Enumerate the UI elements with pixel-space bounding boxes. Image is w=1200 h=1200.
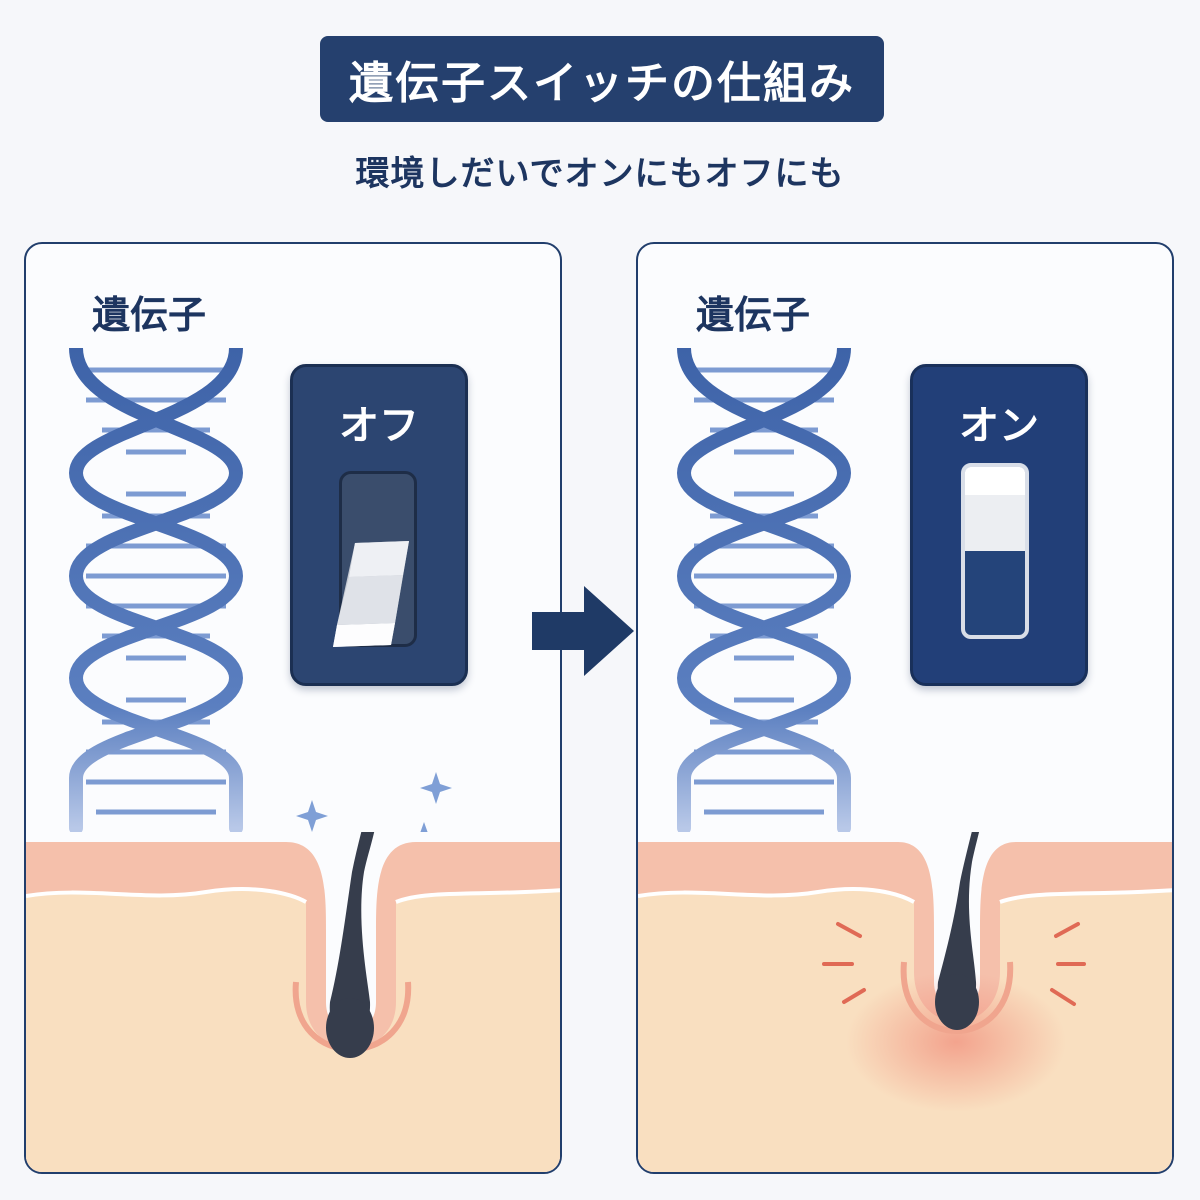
arrow-right-icon [532,586,634,676]
dna-helix-icon [676,348,852,834]
skin-hair-follicle-active-icon [638,832,1172,1172]
panel-label-gene: 遺伝子 [696,293,811,337]
switch-label-on: オン [959,403,1039,449]
toggle-track [961,463,1029,639]
activation-lines [822,922,1086,1006]
subtitle: 環境しだいでオンにもオフにも [355,154,845,194]
switch-on: オン [910,364,1088,686]
skin-hair-follicle-icon [26,832,560,1172]
title-banner: 遺伝子スイッチの仕組み [320,36,884,122]
toggle-lever-highlight [965,467,1025,495]
title: 遺伝子スイッチの仕組み [349,58,855,109]
panel-gene-off: 遺伝子 オフ [24,242,562,1174]
dna-helix-icon [68,348,244,834]
toggle-lever-off [333,541,409,647]
panel-gene-on: 遺伝子 オン [636,242,1174,1174]
switch-label-off: オフ [339,403,419,449]
switch-off: オフ [290,364,468,686]
panel-label-gene: 遺伝子 [92,293,207,337]
